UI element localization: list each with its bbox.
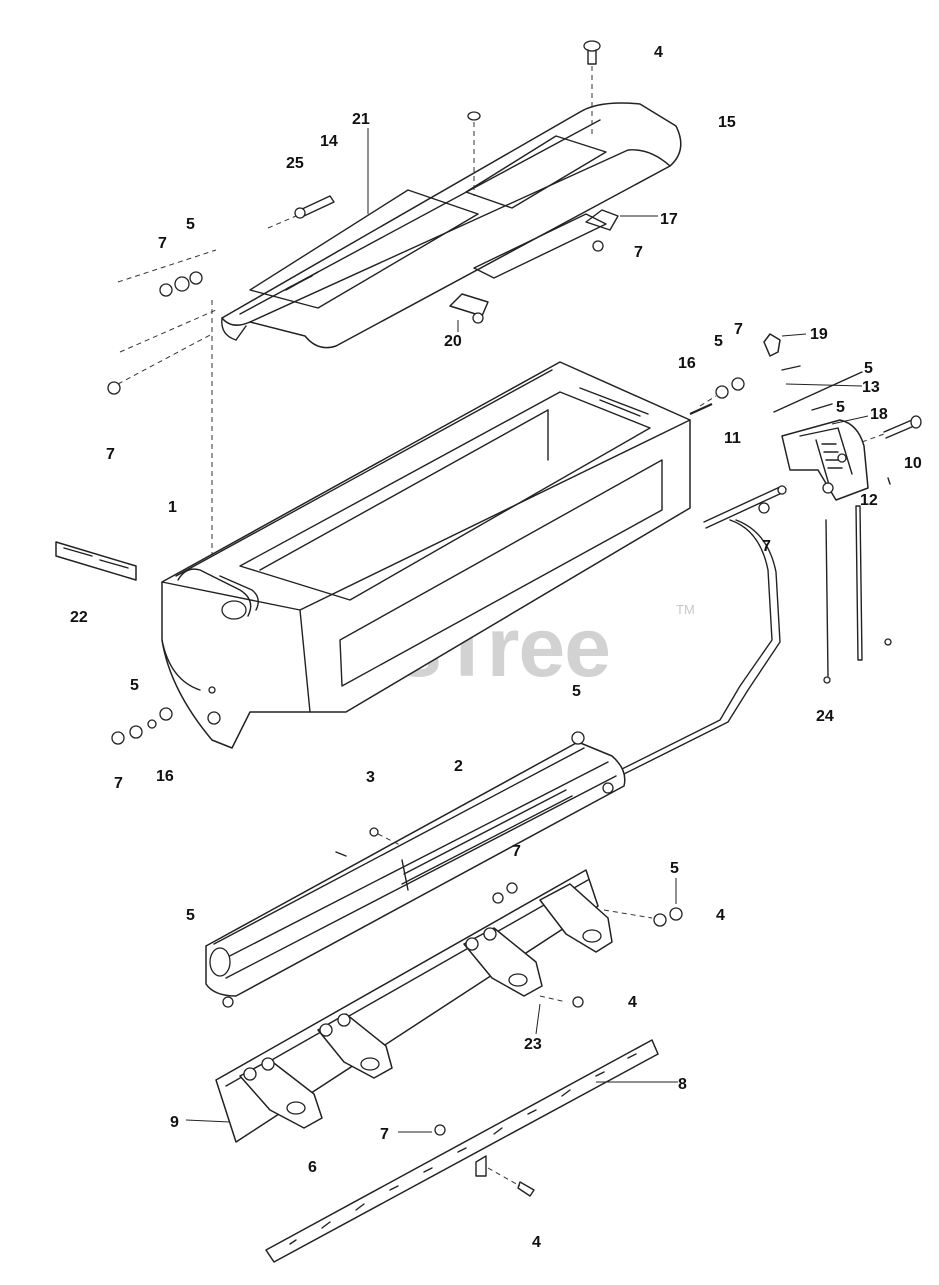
label-7: 7 bbox=[114, 775, 123, 792]
label-7: 7 bbox=[158, 235, 167, 252]
control-cable bbox=[599, 485, 787, 783]
label-7: 7 bbox=[762, 538, 771, 555]
mounting-bracket bbox=[215, 869, 683, 1143]
label-7: 7 bbox=[380, 1126, 389, 1143]
label-5: 5 bbox=[572, 683, 581, 700]
label-8: 8 bbox=[678, 1076, 687, 1093]
top-cover bbox=[221, 102, 682, 349]
label-17: 17 bbox=[660, 211, 678, 228]
label-6: 6 bbox=[308, 1159, 317, 1176]
label-5: 5 bbox=[130, 677, 139, 694]
label-7: 7 bbox=[634, 244, 643, 261]
label-7: 7 bbox=[512, 843, 521, 860]
label-2: 2 bbox=[454, 758, 463, 775]
label-16: 16 bbox=[156, 768, 174, 785]
left-hardware bbox=[107, 249, 217, 578]
label-5: 5 bbox=[714, 333, 723, 350]
label-5: 5 bbox=[670, 860, 679, 877]
label-4: 4 bbox=[628, 994, 637, 1011]
label-23: 23 bbox=[524, 1036, 542, 1053]
label-7: 7 bbox=[734, 321, 743, 338]
watermark-trademark: TM bbox=[676, 602, 695, 617]
label-12: 12 bbox=[860, 492, 878, 509]
label-22: 22 bbox=[70, 609, 88, 626]
left-lower-hardware bbox=[111, 707, 173, 745]
label-14: 14 bbox=[320, 133, 338, 150]
label-11: 11 bbox=[724, 430, 741, 447]
label-3: 3 bbox=[366, 769, 375, 786]
label-5: 5 bbox=[864, 360, 873, 377]
label-24: 24 bbox=[816, 708, 834, 725]
label-9: 9 bbox=[170, 1114, 179, 1131]
right-hardware bbox=[699, 377, 745, 407]
label-7: 7 bbox=[106, 446, 115, 463]
top-screws bbox=[267, 40, 601, 229]
callout-labels: 4 15 21 14 25 17 5 7 7 20 7 19 5 16 5 13… bbox=[70, 44, 922, 1251]
lower-roller bbox=[205, 731, 626, 1008]
label-4: 4 bbox=[716, 907, 725, 924]
main-housing bbox=[161, 361, 713, 749]
leader-lines bbox=[185, 128, 869, 1133]
cutter-bar bbox=[265, 1039, 659, 1263]
decal-22 bbox=[55, 541, 137, 581]
label-25: 25 bbox=[286, 155, 304, 172]
label-21: 21 bbox=[352, 111, 370, 128]
label-19: 19 bbox=[810, 326, 828, 343]
label-10: 10 bbox=[904, 455, 922, 472]
label-4: 4 bbox=[532, 1234, 541, 1251]
label-18: 18 bbox=[870, 406, 888, 423]
label-13: 13 bbox=[862, 379, 880, 396]
label-15: 15 bbox=[718, 114, 736, 131]
label-5: 5 bbox=[186, 216, 195, 233]
label-20: 20 bbox=[444, 333, 462, 350]
label-4: 4 bbox=[654, 44, 663, 61]
linkage-assembly bbox=[763, 333, 922, 684]
label-5: 5 bbox=[186, 907, 195, 924]
label-16: 16 bbox=[678, 355, 696, 372]
label-1: 1 bbox=[168, 499, 177, 516]
label-5: 5 bbox=[836, 399, 845, 416]
